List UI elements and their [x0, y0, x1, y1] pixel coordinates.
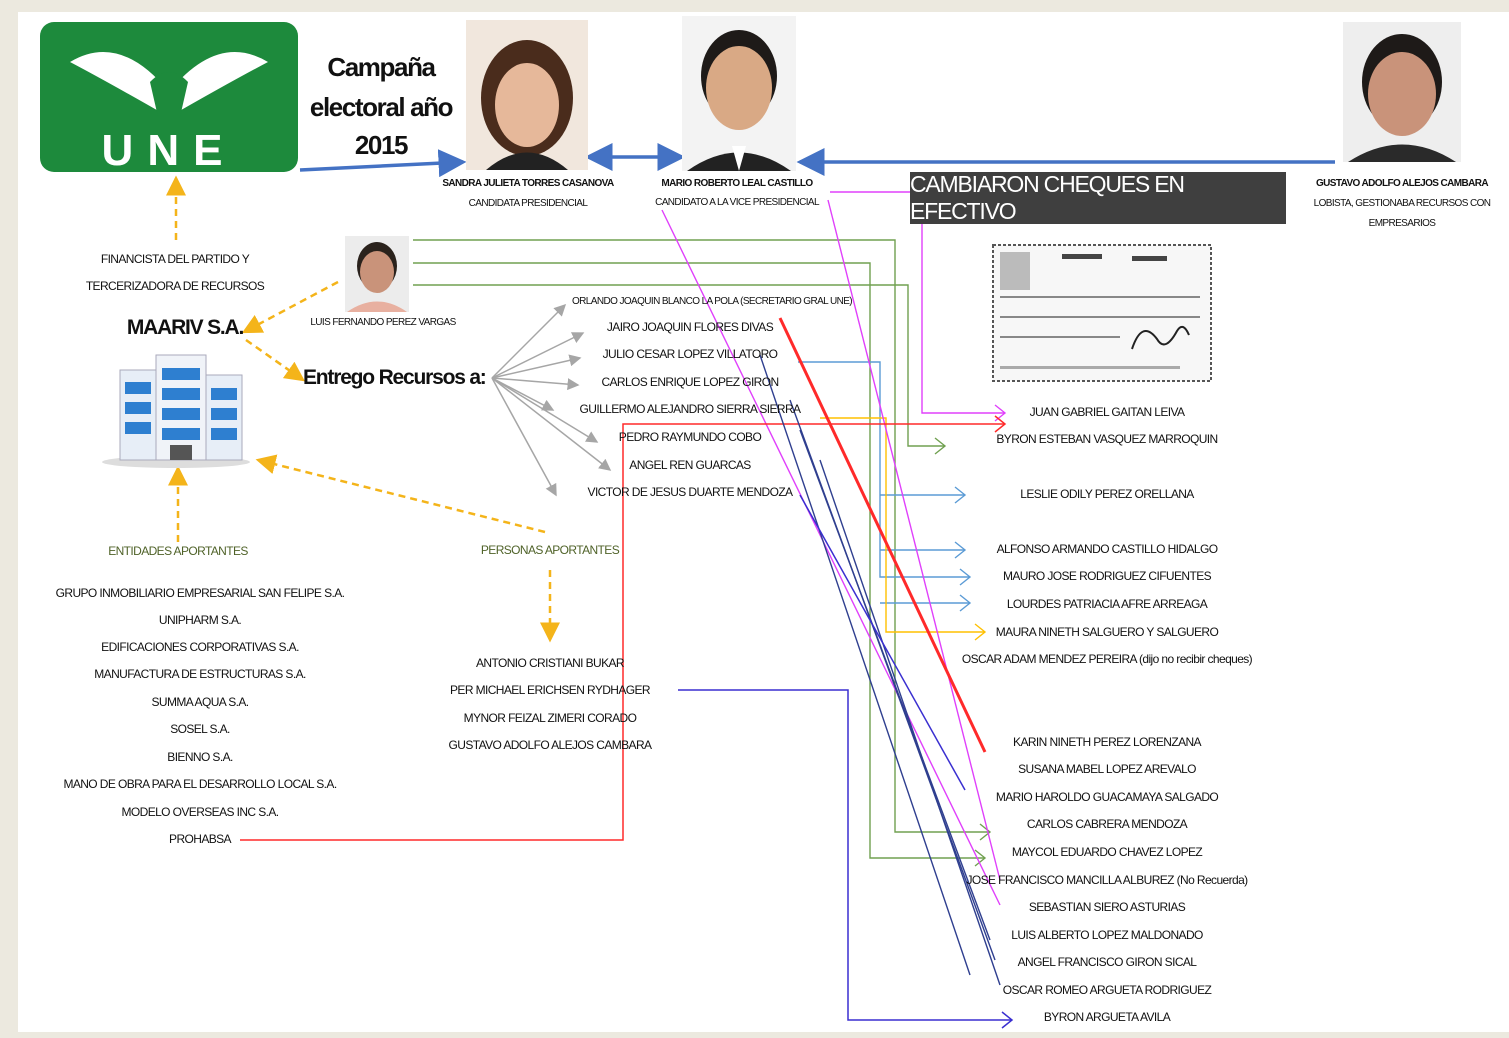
- casher-item: JOSE FRANCISCO MANCILLA ALBUREZ (No Recu…: [966, 873, 1248, 887]
- entity-item: MODELO OVERSEAS INC S.A.: [121, 805, 280, 819]
- casher-item: LUIS ALBERTO LOPEZ MALDONADO: [1011, 928, 1203, 942]
- person-item: MYNOR FEIZAL ZIMERI CORADO: [463, 711, 637, 725]
- yellow-check-line: [820, 417, 987, 641]
- casher-item: JUAN GABRIEL GAITAN LEIVA: [1029, 405, 1185, 419]
- mario-role: CANDIDATO A LA VICE PRESIDENCIAL: [655, 197, 819, 208]
- entity-item: GRUPO INMOBILIARIO EMPRESARIAL SAN FELIP…: [55, 586, 345, 600]
- entity-item: BIENNO S.A.: [167, 750, 233, 764]
- financier-line-1: FINANCISTA DEL PARTIDO Y: [100, 252, 250, 266]
- casher-item: KARIN NINETH PEREZ LORENZANA: [1013, 735, 1202, 749]
- entity-item: MANO DE OBRA PARA EL DESARROLLO LOCAL S.…: [63, 777, 337, 791]
- casher-item: ALFONSO ARMANDO CASTILLO HIDALGO: [996, 542, 1218, 556]
- persons-to-building-arrow: [255, 454, 546, 534]
- person-item: ANTONIO CRISTIANI BUKAR: [475, 656, 625, 670]
- entity-item: MANUFACTURA DE ESTRUCTURAS S.A.: [94, 667, 306, 681]
- campaign-arrows: [299, 143, 1335, 178]
- mario-photo: [682, 16, 796, 171]
- person-item: PER MICHAEL ERICHSEN RYDHAGER: [450, 683, 651, 697]
- recipient-item: VICTOR DE JESUS DUARTE MENDOZA: [587, 485, 794, 499]
- recipient-item: JAIRO JOAQUIN FLORES DIVAS: [606, 320, 774, 334]
- une-logo: UNE: [40, 22, 298, 172]
- casher-item: LOURDES PATRIACIA AFRE ARREAGA: [1006, 597, 1208, 611]
- entity-item: UNIPHARM S.A.: [158, 613, 242, 627]
- sandra-role: CANDIDATA PRESIDENCIAL: [468, 198, 588, 209]
- recipient-item: GUILLERMO ALEJANDRO SIERRA SIERRA: [579, 402, 802, 416]
- recipient-item: JULIO CESAR LOPEZ VILLATORO: [602, 347, 778, 361]
- building-icon: [102, 354, 250, 468]
- distribution-fan: [491, 303, 612, 497]
- casher-item: MARIO HAROLDO GUACAMAYA SALGADO: [995, 790, 1219, 804]
- casher-item: CARLOS CABRERA MENDOZA: [1026, 817, 1188, 831]
- gustavo-photo: [1343, 22, 1461, 162]
- campaign-line-1: Campaña: [327, 52, 436, 82]
- recipient-item: CARLOS ENRIQUE LOPEZ GIRON: [601, 375, 779, 389]
- red-check-lines: [240, 317, 1007, 841]
- casher-item: SEBASTIAN SIERO ASTURIAS: [1028, 900, 1186, 914]
- casher-item: BYRON ARGUETA AVILA: [1043, 1010, 1171, 1024]
- luis-name: LUIS FERNANDO PEREZ VARGAS: [310, 317, 456, 328]
- gustavo-role-line-2: EMPRESARIOS: [1368, 218, 1436, 229]
- casher-item: MAYCOL EDUARDO CHAVEZ LOPEZ: [1011, 845, 1203, 859]
- entity-item: PROHABSA: [169, 832, 231, 846]
- lightblue-check-lines: [798, 361, 972, 612]
- casher-item: ANGEL FRANCISCO GIRON SICAL: [1017, 955, 1197, 969]
- recipient-item: ANGEL REN GUARCAS: [629, 458, 751, 472]
- check-image: [992, 244, 1212, 382]
- casher-item: OSCAR ADAM MENDEZ PEREIRA (dijo no recib…: [961, 652, 1253, 666]
- gustavo-role-line-1: LOBISTA, GESTIONABA RECURSOS CON: [1313, 198, 1491, 209]
- luis-to-maariv-arrow: [241, 280, 339, 334]
- entrego-label: Entrego Recursos a:: [303, 366, 487, 389]
- persons-label: PERSONAS APORTANTES: [480, 543, 620, 557]
- green-check-lines: [413, 239, 992, 867]
- maariv-label: MAARIV S.A.: [126, 316, 245, 339]
- magenta-check-lines: [661, 191, 1007, 906]
- campaign-line-2: electoral año: [309, 92, 454, 122]
- person-item: GUSTAVO ADOLFO ALEJOS CAMBARA: [448, 738, 652, 752]
- sandra-photo: [466, 20, 588, 170]
- campaign-line-3: 2015: [354, 130, 409, 160]
- luis-photo: [345, 236, 409, 312]
- financier-line-2: TERCERIZADORA DE RECURSOS: [85, 279, 265, 293]
- casher-item: OSCAR ROMEO ARGUETA RODRIGUEZ: [1002, 983, 1212, 997]
- casher-item: SUSANA MABEL LOPEZ AREVALO: [1018, 762, 1196, 776]
- une-to-sandra-arrow: [299, 149, 467, 178]
- cashed-checks-banner: CAMBIARON CHEQUES EN EFECTIVO: [910, 171, 1286, 224]
- casher-item: LESLIE ODILY PEREZ ORELLANA: [1020, 487, 1194, 501]
- casher-item: MAURO JOSE RODRIGUEZ CIFUENTES: [1002, 569, 1212, 583]
- entity-item: EDIFICACIONES CORPORATIVAS S.A.: [101, 640, 299, 654]
- mario-name: MARIO ROBERTO LEAL CASTILLO: [661, 178, 813, 189]
- purple-check-lines: [678, 494, 1014, 1029]
- navy-check-lines: [759, 354, 1001, 986]
- entities-label: ENTIDADES APORTANTES: [108, 544, 248, 558]
- casher-item: MAURA NINETH SALGUERO Y SALGUERO: [995, 625, 1219, 639]
- maariv-to-entrego-arrow: [245, 338, 306, 382]
- entity-item: SOSEL S.A.: [170, 722, 230, 736]
- une-logo-text: UNE: [102, 126, 237, 172]
- funding-arrows: [166, 175, 560, 643]
- recipient-item: PEDRO RAYMUNDO COBO: [618, 430, 762, 444]
- entity-item: SUMMA AQUA S.A.: [151, 695, 249, 709]
- sandra-name: SANDRA JULIETA TORRES CASANOVA: [442, 178, 614, 189]
- recipient-item: ORLANDO JOAQUIN BLANCO LA POLA (SECRETAR…: [572, 296, 853, 307]
- casher-item: BYRON ESTEBAN VASQUEZ MARROQUIN: [996, 432, 1218, 446]
- gustavo-name: GUSTAVO ADOLFO ALEJOS CAMBARA: [1315, 178, 1489, 189]
